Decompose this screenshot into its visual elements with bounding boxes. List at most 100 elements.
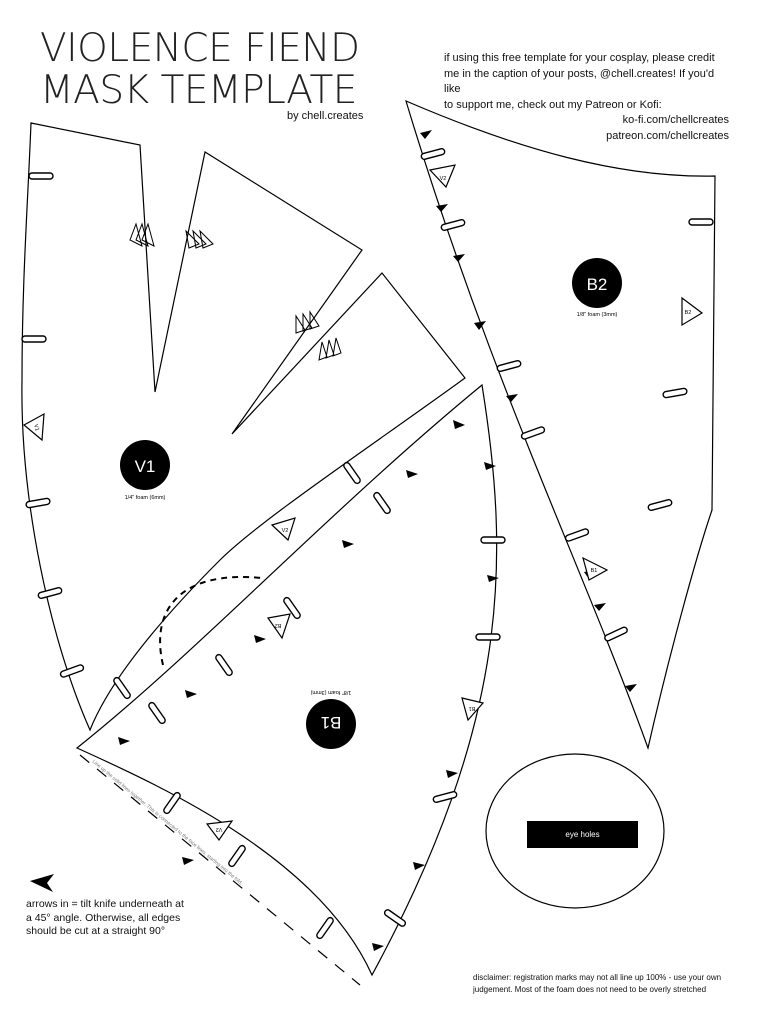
legend-line-1: arrows in = tilt knife underneath at xyxy=(26,898,184,910)
arrow-mark xyxy=(420,130,432,139)
registration-slot xyxy=(688,218,714,226)
arrow-mark xyxy=(406,470,418,478)
marker-v2 xyxy=(270,517,296,542)
registration-slot xyxy=(228,844,246,868)
piece-b1-badge xyxy=(306,699,356,749)
registration-slot xyxy=(662,387,688,399)
page-title: VIOLENCE FIEND MASK TEMPLATE xyxy=(40,26,360,113)
triple-arrow-mark xyxy=(295,310,320,334)
marker-label: B2 xyxy=(685,310,692,316)
marker-b1-b2piece xyxy=(582,556,609,581)
eyeholes-label: eye holes xyxy=(527,821,638,848)
registration-slot xyxy=(148,701,166,725)
kofi-link[interactable]: ko-fi.com/chellcreates xyxy=(622,114,729,126)
triple-arrow-mark xyxy=(185,229,214,249)
marker-v2-b1piece xyxy=(205,820,234,842)
registration-slot xyxy=(440,218,466,232)
arrow-legend: arrows in = tilt knife underneath at a 4… xyxy=(26,898,226,939)
marker-label: V1 xyxy=(32,424,40,432)
credit-note: if using this free template for your cos… xyxy=(444,51,729,144)
arrow-mark xyxy=(372,943,384,951)
legend-line-3: should be cut at a straight 90° xyxy=(26,925,166,937)
registration-slot xyxy=(420,147,446,161)
arrow-mark xyxy=(182,857,194,865)
registration-slot xyxy=(21,335,47,343)
piece-b1-foam: 1/8" foam (3mm) xyxy=(310,689,351,695)
patreon-link[interactable]: patreon.com/chellcreates xyxy=(606,129,729,142)
registration-slot xyxy=(383,909,407,927)
arrow-mark xyxy=(342,540,354,548)
legend-arrow-icon xyxy=(30,874,54,892)
registration-slot xyxy=(163,791,181,815)
piece-b1-label: B1 xyxy=(321,713,342,732)
registration-slot xyxy=(316,916,334,940)
piece-v1-outline xyxy=(21,122,466,732)
piece-v1-foam: 1/4" foam (6mm) xyxy=(125,495,166,501)
disclaimer-line-1: disclaimer: registration marks may not a… xyxy=(473,973,722,982)
marker-label: B1 xyxy=(469,705,476,711)
arrow-mark xyxy=(474,321,486,330)
registration-slot xyxy=(496,359,522,373)
registration-slot xyxy=(25,497,51,509)
fold-seam-line xyxy=(79,754,361,986)
arrow-mark xyxy=(453,254,465,262)
registration-slot xyxy=(520,426,546,440)
registration-slot xyxy=(480,536,506,544)
fold-arc xyxy=(159,576,263,666)
triple-arrow-mark xyxy=(318,337,342,361)
arrow-mark xyxy=(413,862,425,870)
registration-slot xyxy=(28,172,54,180)
piece-b2-outline xyxy=(405,99,716,751)
registration-slot xyxy=(373,491,391,515)
piece-v1-badge xyxy=(120,440,170,490)
registration-slot xyxy=(215,653,233,677)
marker-v1-left xyxy=(22,412,45,442)
piece-b1-outline xyxy=(75,383,498,977)
registration-slot xyxy=(59,664,85,678)
arrow-mark xyxy=(625,684,637,692)
title-line-2: MASK TEMPLATE xyxy=(40,68,357,113)
registration-slot xyxy=(647,498,673,512)
marker-b2-right xyxy=(681,296,704,327)
arrow-mark xyxy=(506,394,518,402)
arrow-mark xyxy=(446,770,458,778)
marker-label: B2 xyxy=(275,622,282,628)
credit-line-3: to support me, check out my Patreon or K… xyxy=(444,98,662,111)
registration-slot xyxy=(564,528,590,542)
arrow-mark xyxy=(185,690,197,698)
piece-v1-label: V1 xyxy=(135,457,156,476)
registration-slot xyxy=(604,626,628,642)
arrow-mark xyxy=(484,462,496,470)
piece-b2-badge xyxy=(572,258,622,308)
marker-label: V2 xyxy=(440,176,447,182)
marker-b2-v1piece xyxy=(266,613,291,640)
disclaimer-line-2: judgement. Most of the foam does not nee… xyxy=(473,985,707,994)
arrow-mark xyxy=(594,603,606,611)
marker-label: B1 xyxy=(591,568,598,574)
disclaimer: disclaimer: registration marks may not a… xyxy=(473,972,743,996)
piece-b2-foam: 1/8" foam (3mm) xyxy=(577,312,618,318)
arrow-mark xyxy=(254,635,266,643)
registration-slot xyxy=(37,586,63,600)
legend-line-2: a 45° angle. Otherwise, all edges xyxy=(26,911,181,924)
byline: by chell.creates xyxy=(287,110,364,122)
marker-label: V2 xyxy=(282,528,289,534)
credit-line-1: if using this free template for your cos… xyxy=(444,52,715,64)
arrow-mark xyxy=(453,420,465,429)
piece-b2-label: B2 xyxy=(587,275,608,294)
registration-slot xyxy=(113,676,131,700)
marker-v2-b2piece xyxy=(428,164,456,189)
credit-line-2: me in the caption of your posts, @chell.… xyxy=(444,67,715,96)
registration-slot xyxy=(475,633,501,641)
title-line-1: VIOLENCE FIEND xyxy=(40,26,360,71)
arrow-mark xyxy=(436,204,448,212)
registration-slot xyxy=(343,461,361,485)
arrow-mark xyxy=(118,737,130,745)
marker-label: V2 xyxy=(216,826,223,832)
marker-b1-right xyxy=(461,697,485,722)
registration-slot xyxy=(283,596,301,620)
eyeholes-circle xyxy=(485,753,665,909)
triple-arrow-mark xyxy=(129,222,155,247)
registration-slot xyxy=(432,790,458,804)
